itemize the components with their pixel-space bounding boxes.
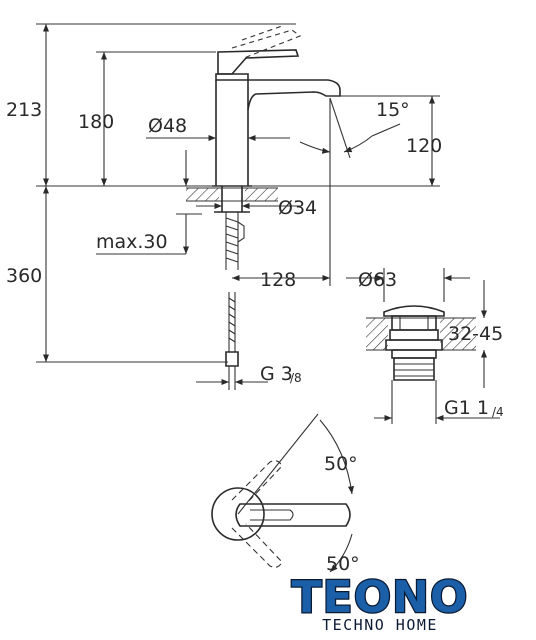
- dim-basin-thickness: 32-45: [448, 323, 503, 345]
- waste-section: [346, 268, 500, 424]
- dim-180: 180: [78, 111, 114, 133]
- dim-hose-thread-fraction: /8: [290, 371, 302, 385]
- dim-360: 360: [6, 265, 42, 287]
- dim-waste-diameter: Ø63: [358, 269, 397, 291]
- dim-waste-thread-fraction: /4: [492, 405, 504, 419]
- lever-top-view: [211, 413, 355, 573]
- faucet-side-view: [212, 25, 341, 187]
- dim-hose-thread: G 3: [260, 363, 293, 385]
- faucet-mount-section: [186, 186, 278, 390]
- dim-lever-angle-top: 50°: [324, 453, 358, 475]
- dim-128: 128: [260, 269, 296, 291]
- dimension-lines: [36, 23, 440, 386]
- teono-logo: TEONO TECHNO HOME: [282, 571, 476, 636]
- dim-waste-thread: G1 1: [444, 397, 489, 419]
- dim-mount-hole-diameter: Ø34: [278, 197, 317, 219]
- hose-braid: [228, 297, 236, 343]
- logo-wordmark: TEONO: [292, 572, 469, 623]
- dim-spout-angle: 15°: [376, 99, 410, 121]
- dim-max-thickness: max.30: [96, 231, 168, 253]
- logo-tagline: TECHNO HOME: [322, 616, 438, 634]
- dim-120: 120: [406, 135, 442, 157]
- dim-213: 213: [6, 99, 42, 121]
- thread-marks: [225, 217, 239, 263]
- dim-body-diameter: Ø48: [148, 115, 187, 137]
- dim-lever-angle-bottom: 50°: [326, 553, 360, 575]
